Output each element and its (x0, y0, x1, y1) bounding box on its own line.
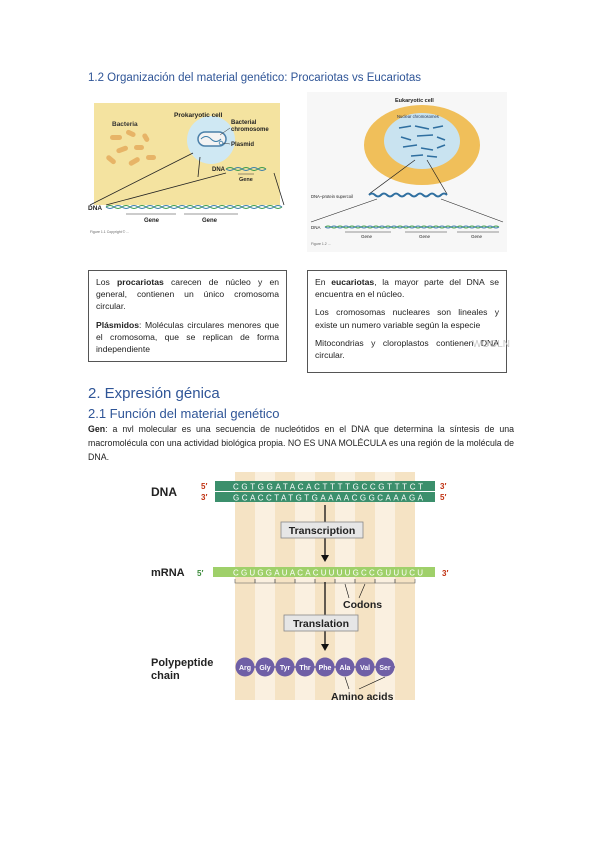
mrna-5prime: 5′ (197, 569, 203, 578)
euk-paragraph-3: Mitocondrias y cloroplastos contienen DN… (315, 337, 499, 361)
dna-5prime-bottom: 5′ (440, 493, 446, 502)
amino-acid-label: Thr (299, 665, 311, 672)
codons-label: Codons (343, 599, 382, 611)
gene-expression-figure: DNA 5′ 3′ CGTGGATACACTTTTGCCGTTTCT GCACC… (145, 472, 457, 704)
amino-acid-ala (335, 657, 355, 677)
prok-plasmid-label: Plasmid (231, 142, 254, 148)
dna-3prime-top: 3′ (440, 482, 446, 491)
mrna-3prime: 3′ (442, 569, 448, 578)
section-heading-1-2: 1.2 Organización del material genético: … (88, 72, 422, 84)
dna-label: DNA (151, 485, 177, 499)
prokaryote-info-box: Los procariotas carecen de núcleo y en g… (88, 270, 287, 362)
section-heading-2: 2. Expresión génica (88, 385, 220, 402)
mrna-label: mRNA (151, 567, 185, 579)
polypeptide-label-line-1: Polypeptide (151, 657, 213, 669)
amino-acid-label: Phe (319, 665, 332, 672)
amino-acid-label: Ala (340, 665, 351, 672)
euk-dna-protein-label: DNA–protein supercoil (311, 194, 353, 199)
watermark: WOOLN (472, 339, 510, 350)
dna-template-strand: GCACCTATGTGAAAACGGCAAAGA (233, 494, 424, 503)
gen-definition-paragraph: Gen: a nvl molecular es una secuencia de… (88, 424, 514, 462)
amino-acid-thr (295, 657, 315, 677)
amino-acids-label: Amino acids (331, 691, 394, 703)
prok-gene-1-label: Gene (144, 218, 160, 224)
prok-dna-large-label: DNA (88, 205, 102, 212)
prok-dna-small-label: DNA (212, 167, 226, 173)
euk-gene-2-label: Gene (419, 234, 431, 239)
euk-nuclear-chromosomes-label: Nuclear chromosomes (397, 114, 439, 119)
prok-bacterial-chromosome-label: Bacterial (231, 120, 257, 126)
prok-gene-2-label: Gene (202, 218, 218, 224)
prokaryotic-cell-figure: Bacteria Prokaryotic cell Bacterial chro… (88, 95, 295, 245)
transcription-label: Transcription (289, 525, 356, 537)
euk-paragraph-2: Los cromosomas nucleares son lineales y … (315, 307, 499, 330)
dna-3prime-bottom: 3′ (201, 493, 207, 502)
prok-title: Prokaryotic cell (174, 112, 223, 119)
amino-acid-label: Ser (379, 665, 391, 672)
dna-5prime-top: 5′ (201, 482, 207, 491)
prok-paragraph-2: Plásmidos: Moléculas circulares menores … (96, 319, 279, 355)
translation-label: Translation (293, 618, 349, 630)
mrna-sequence: CGUGGAUACACUUUUGCCGUUUCU (233, 569, 423, 578)
eukaryotic-cell-figure: Eukaryotic cell Nuclear chromosomes DNA–… (307, 92, 507, 252)
amino-acid-label: Arg (239, 665, 251, 672)
amino-acid-label: Gly (259, 665, 270, 672)
svg-text:Polypeptide chain: Polypeptide chain (151, 657, 216, 682)
prok-bacterial-chromosome-label-2: chromosome (231, 127, 269, 133)
amino-acid-gly (255, 657, 275, 677)
eukaryote-info-box: En eucariotas, la mayor parte del DNA se… (307, 270, 510, 373)
prok-caption: Figure 1.1 Copyright © ... (90, 230, 129, 234)
euk-title: Eukaryotic cell (395, 98, 434, 104)
prok-bacteria-label: Bacteria (112, 121, 138, 128)
euk-paragraph-1: En eucariotas, la mayor parte del DNA se… (315, 277, 499, 300)
section-heading-2-1: 2.1 Función del material genético (88, 406, 280, 421)
amino-acid-phe (315, 657, 335, 677)
amino-acid-arg (235, 657, 255, 677)
polypeptide-label-line-2: chain (151, 670, 180, 682)
euk-gene-1-label: Gene (361, 234, 373, 239)
euk-gene-3-label: Gene (471, 234, 483, 239)
amino-acid-tyr (275, 657, 295, 677)
euk-dna-label: DNA (311, 225, 321, 230)
amino-acid-chain: Arg Gly Tyr Thr Phe Ala Val Ser (235, 657, 395, 677)
prok-gene-small-label: Gene (239, 177, 253, 183)
amino-acid-label: Val (360, 665, 370, 672)
amino-acid-label: Tyr (280, 665, 291, 672)
amino-acid-val (355, 657, 375, 677)
euk-caption: Figure 1.2 ... (311, 242, 331, 246)
svg-text:Bacterial chromosome: Bacterial chromosome (231, 120, 269, 133)
amino-acid-ser (375, 657, 395, 677)
prok-paragraph-1: Los procariotas carecen de núcleo y en g… (96, 277, 279, 312)
